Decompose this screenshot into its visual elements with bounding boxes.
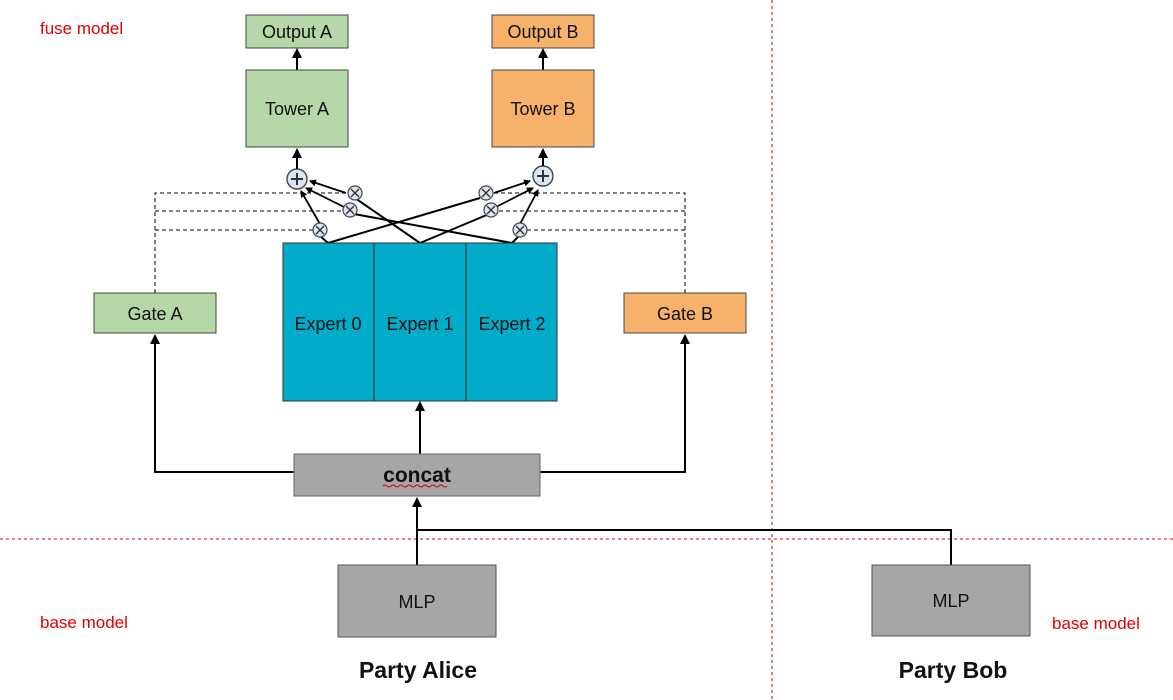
tower-b-node: Tower B [491, 69, 595, 148]
output-b-label: Output B [507, 22, 578, 42]
party-bob-label: Party Bob [899, 657, 1008, 683]
output-a-label: Output A [262, 22, 332, 42]
concat-to-gate-b-arrow [540, 334, 690, 473]
mlp-alice-node: MLP [337, 564, 497, 638]
base-model-label-left: base model [40, 613, 128, 632]
base-model-label-right: base model [1052, 614, 1140, 633]
gate-a-label: Gate A [127, 304, 182, 324]
mlp-alice-label: MLP [398, 592, 435, 612]
output-a-node: Output A [245, 14, 349, 49]
tower-a-node: Tower A [245, 69, 349, 148]
mlp-bob-to-concat-line [417, 529, 952, 565]
experts-block: Expert 0 Expert 1 Expert 2 [282, 242, 558, 402]
sum-icon [286, 165, 554, 190]
expert-2-label: Expert 2 [478, 314, 545, 334]
concat-node: concat [293, 453, 541, 497]
expert-to-multiplier-lines [319, 197, 520, 244]
concat-label: concat [383, 464, 451, 487]
multiply-cross-marks [315, 188, 525, 235]
spellcheck-underline [382, 484, 448, 488]
tower-b-label: Tower B [510, 99, 575, 119]
multiplier-to-sum-arrows [300, 179, 539, 225]
party-alice-label: Party Alice [359, 657, 477, 683]
gate-a-node: Gate A [93, 292, 217, 334]
mlp-bob-label: MLP [932, 591, 969, 611]
gate-b-node: Gate B [623, 292, 747, 334]
output-b-node: Output B [491, 14, 595, 49]
mlp-bob-node: MLP [871, 564, 1031, 637]
multiply-icon [312, 185, 528, 238]
gate-b-label: Gate B [657, 304, 713, 324]
expert-1-label: Expert 1 [386, 314, 453, 334]
fuse-model-label: fuse model [40, 19, 123, 38]
concat-to-gate-a-arrow [150, 334, 294, 473]
gate-a-dashed-lines [154, 192, 350, 293]
gate-b-dashed-lines [486, 192, 686, 293]
tower-a-label: Tower A [265, 99, 329, 119]
expert-0-label: Expert 0 [294, 314, 361, 334]
